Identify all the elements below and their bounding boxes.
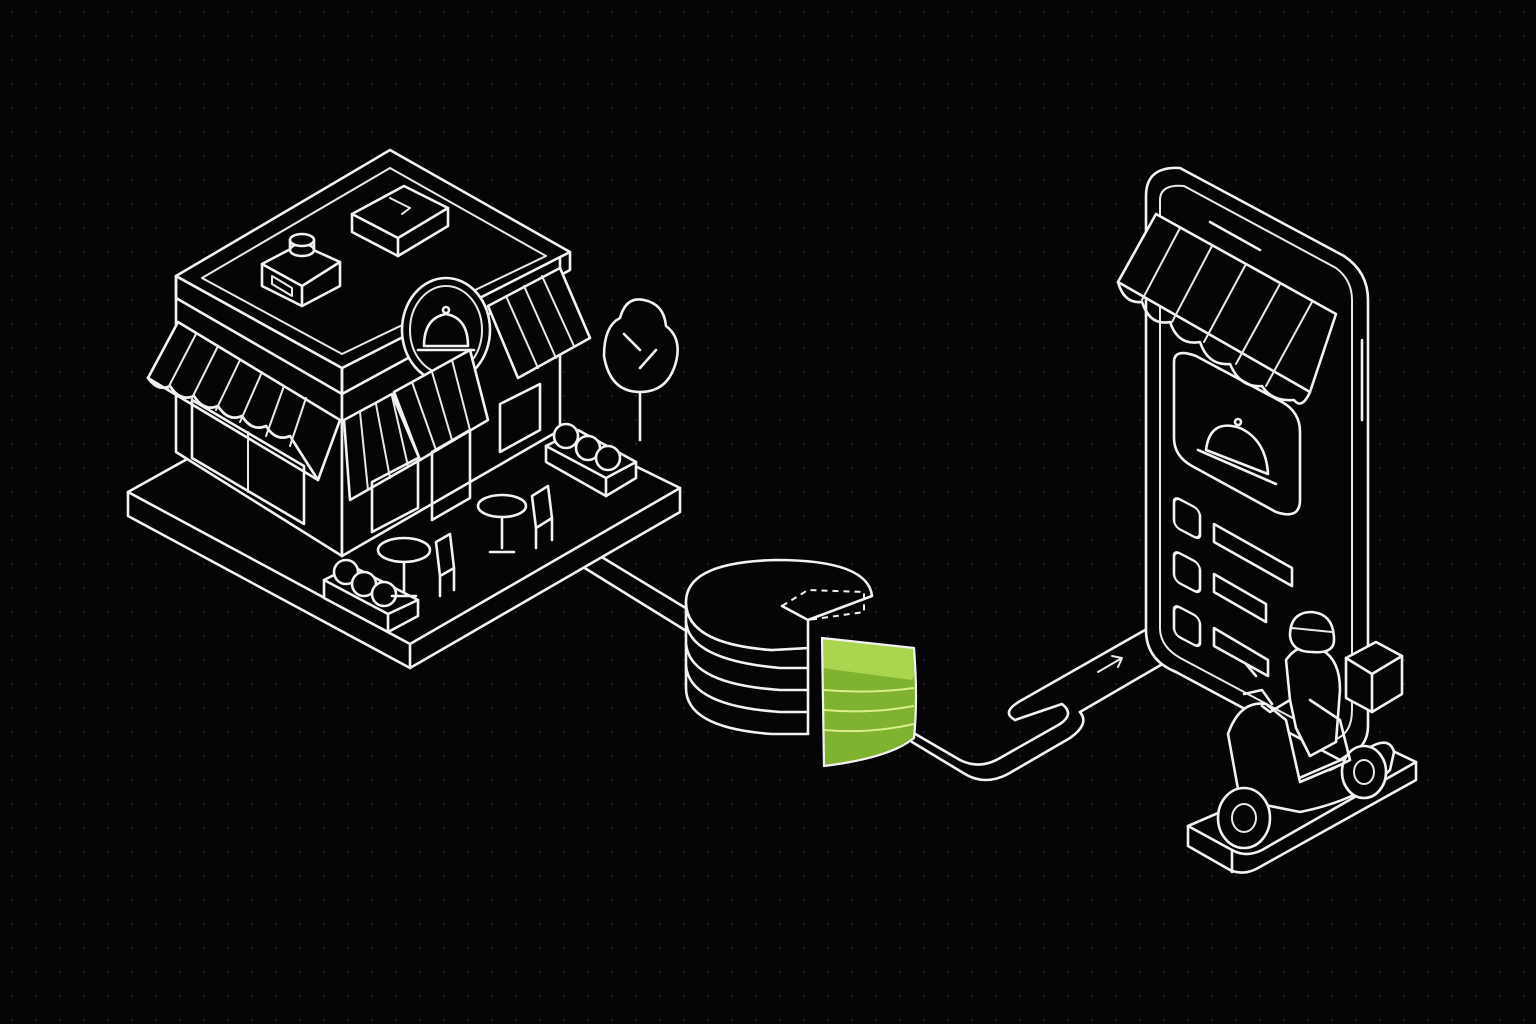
database-top-disk — [684, 558, 874, 652]
front-window — [370, 456, 420, 534]
app-hero-card — [1172, 351, 1302, 516]
menu-list — [1172, 497, 1294, 678]
rooftop-vent-box — [350, 184, 450, 258]
delivery-scooter-icon — [1186, 610, 1418, 874]
right-awning — [342, 266, 592, 502]
database-stack-icon — [684, 558, 918, 768]
side-window — [498, 382, 542, 454]
phone-awning — [1116, 212, 1338, 405]
delivery-box — [1344, 640, 1404, 714]
connector-database-to-phone — [903, 628, 1168, 782]
planter-box-right — [544, 422, 638, 498]
flow-arrow-icon — [1097, 655, 1123, 673]
tree-icon — [602, 298, 679, 442]
left-window — [190, 398, 306, 526]
restaurant-storefront-icon — [126, 148, 682, 670]
rooftop-ac-unit — [260, 232, 342, 308]
left-awning — [146, 320, 342, 482]
dot-grid-background — [11, 11, 1525, 1021]
planter-box-front — [322, 558, 420, 634]
front-door — [430, 428, 472, 522]
cafe-table-front — [376, 532, 456, 598]
helmet-icon — [1288, 610, 1336, 654]
cloche-icon — [1196, 417, 1278, 486]
cafe-table-back — [476, 484, 554, 554]
database-highlighted-slice — [820, 636, 918, 768]
